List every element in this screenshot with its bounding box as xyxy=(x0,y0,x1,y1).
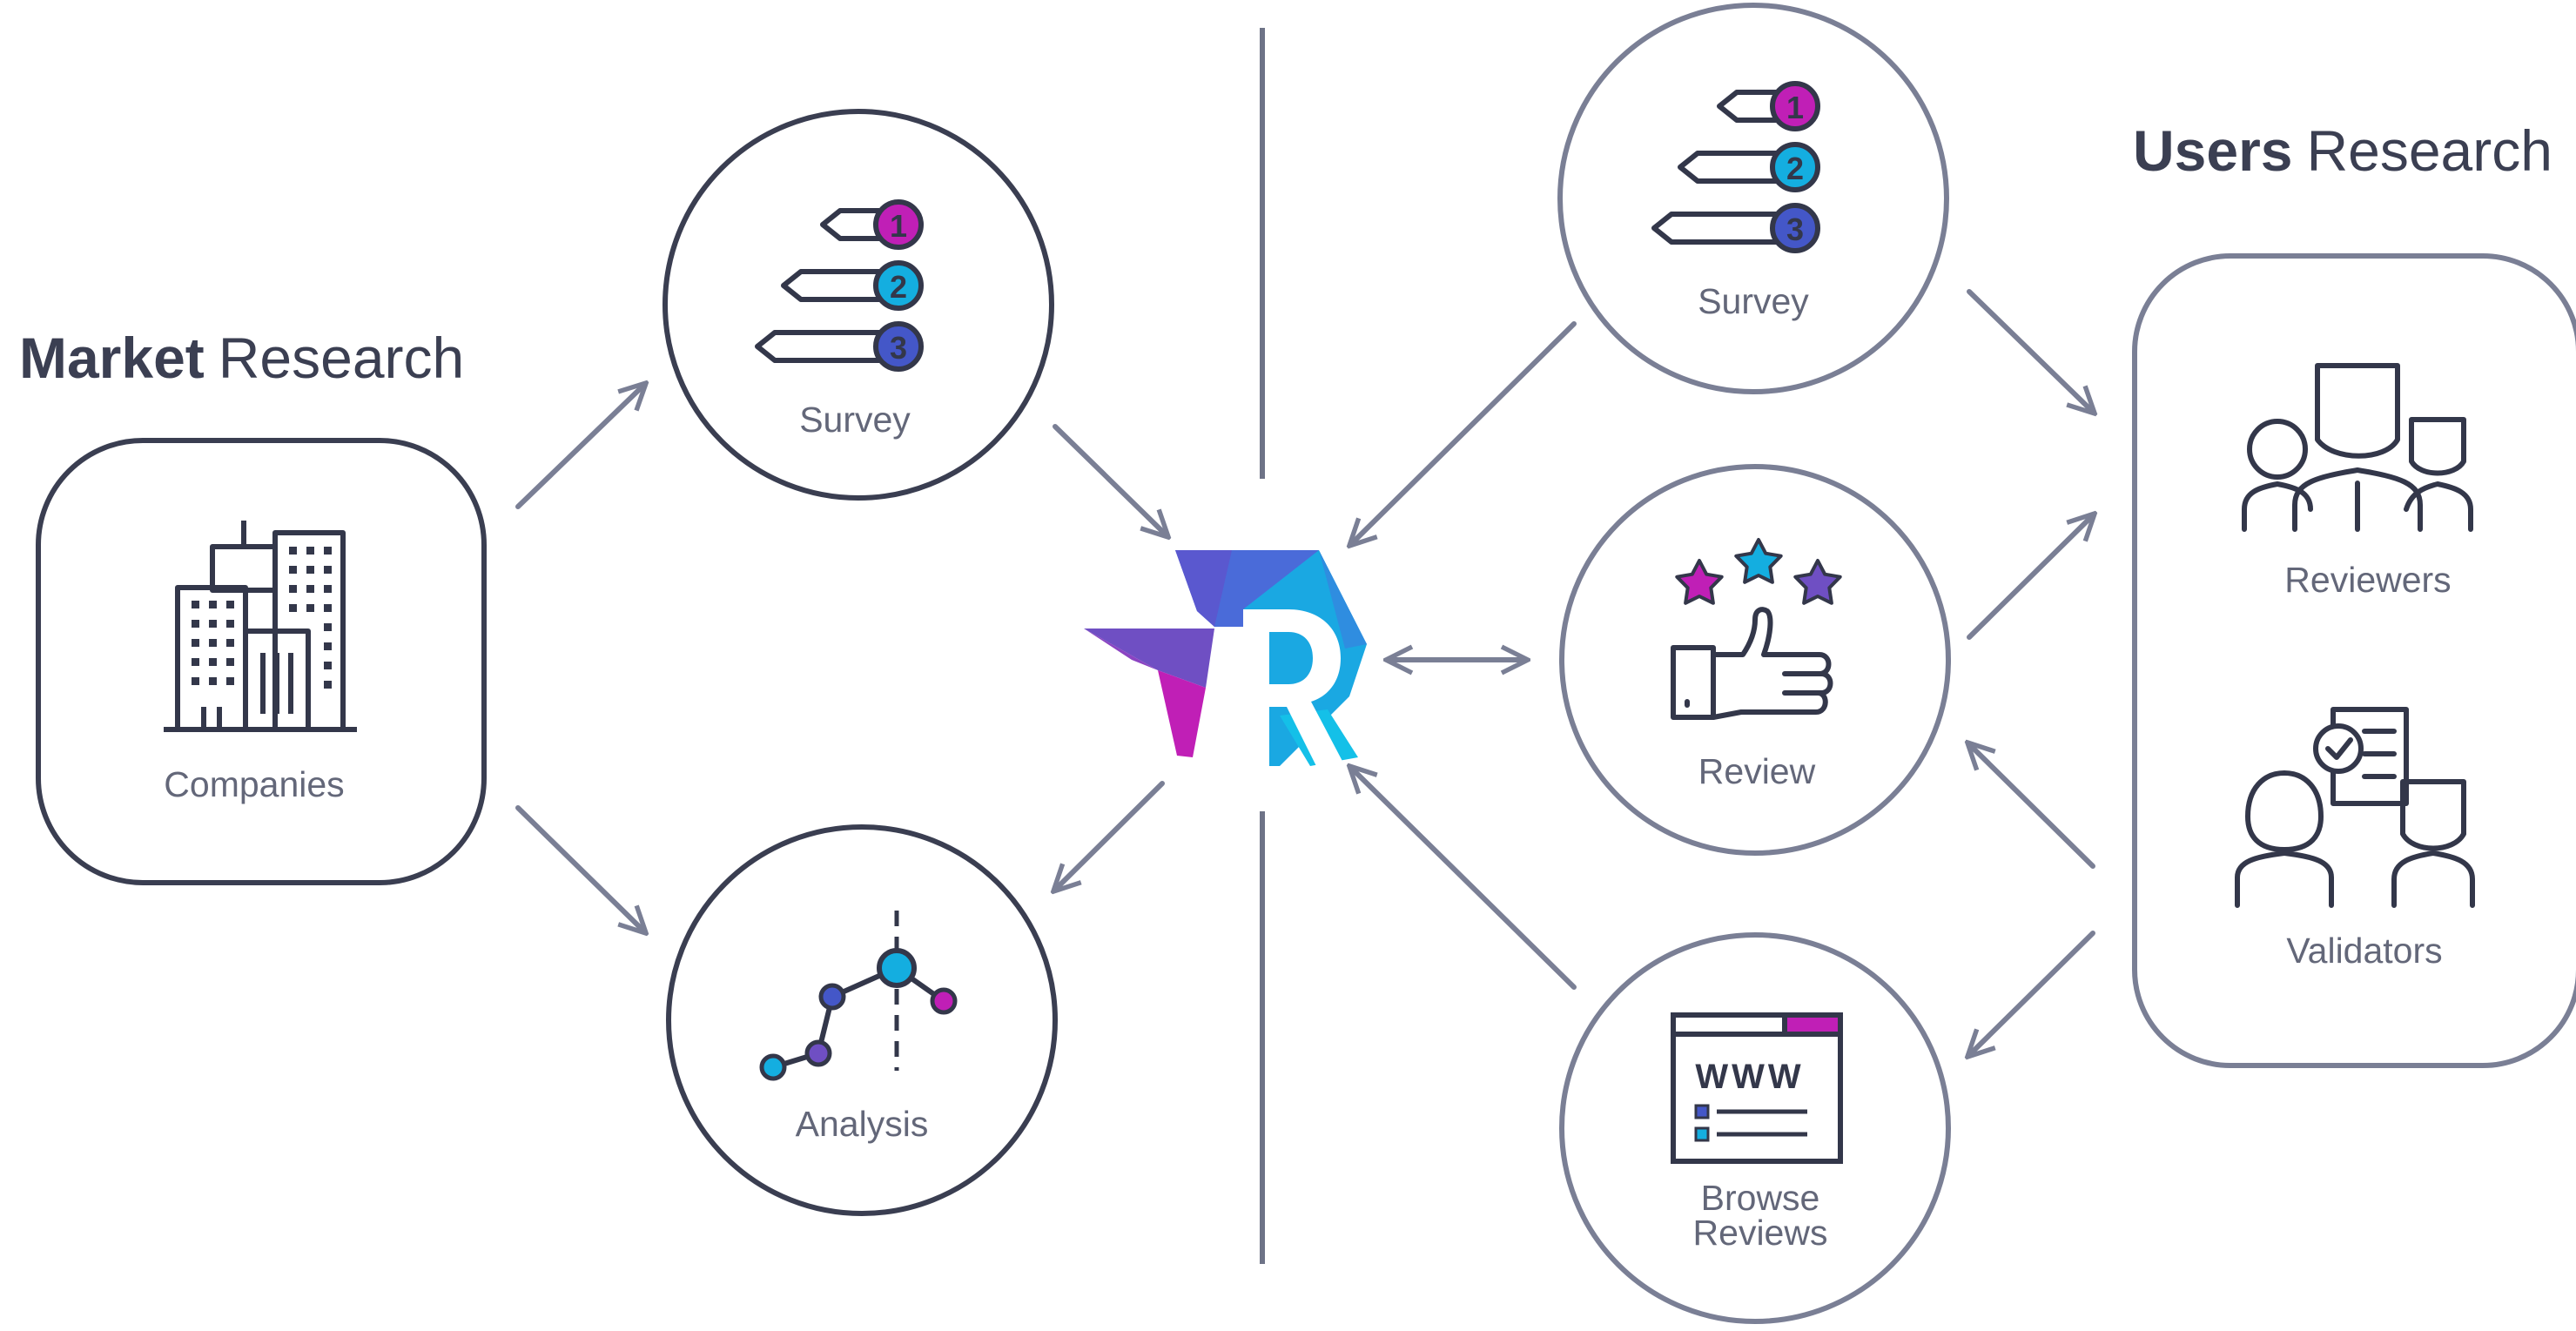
user-survey-node: 1 2 3 Survey xyxy=(1557,3,1949,394)
market-title-strong: Market xyxy=(19,326,205,390)
review-node: Review xyxy=(1559,464,1951,856)
line-graph-icon xyxy=(759,911,958,1081)
tr-logo-icon xyxy=(1084,550,1367,766)
browser-www-icon: WWW xyxy=(1671,1012,1843,1164)
browse-reviews-label-line1: Browse xyxy=(1701,1178,1820,1218)
users-node: Reviewers Validators xyxy=(2132,253,2576,1068)
survey-step-2: 2 xyxy=(890,269,907,305)
analysis-node: Analysis xyxy=(666,824,1058,1216)
building-windows xyxy=(192,547,332,689)
user-survey-label: Survey xyxy=(1698,281,1809,321)
users-title-strong: Users xyxy=(2133,118,2292,183)
thumbs-up-stars-icon xyxy=(1671,538,1842,720)
star-left xyxy=(1675,559,1724,605)
market-survey-node: 1 2 3 Survey xyxy=(662,109,1054,501)
arrow-survey-to-logo xyxy=(1053,424,1167,535)
market-title-light: Research xyxy=(219,326,464,390)
arrow-companies-to-survey xyxy=(515,385,644,509)
analysis-label: Analysis xyxy=(796,1104,929,1144)
connector-arrows xyxy=(515,289,2095,1055)
browser-www-text: WWW xyxy=(1695,1058,1804,1096)
market-survey-circle xyxy=(662,109,1054,501)
arrow-user-survey-to-logo xyxy=(1351,321,1577,544)
arrow-users-to-browse xyxy=(1969,931,2095,1055)
arrow-browse-to-logo xyxy=(1351,768,1577,990)
market-survey-label: Survey xyxy=(799,400,911,440)
analysis-circle xyxy=(666,824,1058,1216)
star-middle xyxy=(1734,538,1783,584)
users-title-light: Research xyxy=(2306,118,2552,183)
numbered-arrows-icon: 1 2 3 xyxy=(755,199,924,372)
survey-step-3: 3 xyxy=(890,330,907,366)
arrow-users-to-review xyxy=(1969,744,2095,869)
people-group-icon xyxy=(2242,363,2473,532)
arrow-review-to-users xyxy=(1967,515,2093,640)
star-right xyxy=(1793,559,1842,605)
review-label: Review xyxy=(1698,751,1816,791)
buildings-icon xyxy=(164,521,357,732)
companies-node: Companies xyxy=(36,438,487,885)
companies-label: Companies xyxy=(164,764,344,804)
validators-icon xyxy=(2235,707,2475,908)
user-survey-step-3: 3 xyxy=(1786,212,1804,247)
user-survey-step-1: 1 xyxy=(1786,90,1804,125)
arrow-companies-to-analysis xyxy=(515,805,644,931)
browse-reviews-label-line2: Reviews xyxy=(1693,1213,1828,1253)
validators-label: Validators xyxy=(2286,931,2442,971)
arrow-logo-to-analysis xyxy=(1055,781,1165,890)
browse-reviews-node: WWW Browse Reviews xyxy=(1559,932,1951,1324)
user-survey-circle xyxy=(1557,3,1949,394)
arrow-user-survey-to-users xyxy=(1967,289,2093,412)
review-circle xyxy=(1559,464,1951,856)
numbered-arrows-icon: 1 2 3 xyxy=(1651,81,1820,253)
reviewers-label: Reviewers xyxy=(2284,560,2451,600)
user-survey-step-2: 2 xyxy=(1786,151,1804,186)
survey-step-1: 1 xyxy=(890,208,907,244)
